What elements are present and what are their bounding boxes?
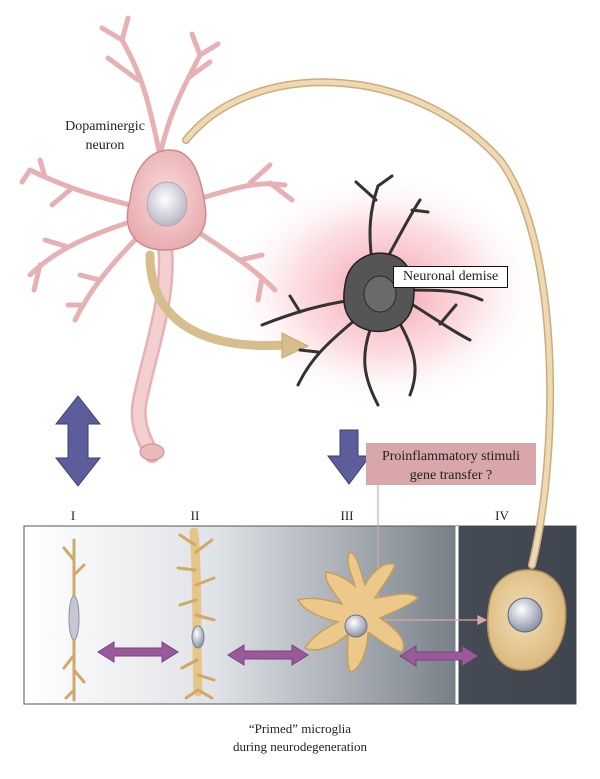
microglia-stage-1: [62, 538, 86, 702]
stage-label-3: III: [340, 508, 354, 523]
purple-arrow-1-2: [97, 641, 179, 663]
microglia-panel: [23, 525, 577, 705]
proinflammatory-stimuli-box: Proinflammatory stimuli gene transfer ?: [366, 443, 536, 485]
neuron-label-line1: Dopaminergic: [65, 119, 145, 134]
figure-caption: “Primed” microglia during neurodegenerat…: [150, 720, 450, 756]
purple-arrow-3-4: [399, 645, 479, 667]
neuron-label-line2: neuron: [85, 138, 125, 153]
stage-label-2: II: [190, 508, 200, 523]
microglia-stage-2: [176, 527, 216, 700]
dopaminergic-neuron: [19, 15, 295, 463]
caption-line1: “Primed” microglia: [248, 721, 352, 736]
degeneration-arrowhead: [281, 332, 310, 359]
stage-label-1: I: [70, 508, 76, 523]
stage-label-4: IV: [495, 508, 509, 523]
purple-arrow-2-3: [227, 644, 309, 666]
blue-down-arrow: [327, 429, 371, 485]
stimuli-line1: Proinflammatory stimuli: [381, 449, 521, 464]
microglia-stage-4: [486, 569, 567, 671]
stimuli-line2: gene transfer ?: [409, 468, 493, 483]
caption-line2: during neurodegeneration: [233, 739, 367, 754]
dopaminergic-neuron-label: Dopaminergic neuron: [40, 117, 170, 155]
microglia-stage-3: [296, 550, 420, 673]
degeneration-arrow: [145, 250, 290, 351]
blue-double-arrow: [54, 395, 102, 487]
neuron-nucleus: [146, 181, 188, 227]
neuronal-demise-label: Neuronal demise: [393, 266, 509, 288]
microglia-nucleus: [344, 614, 368, 638]
